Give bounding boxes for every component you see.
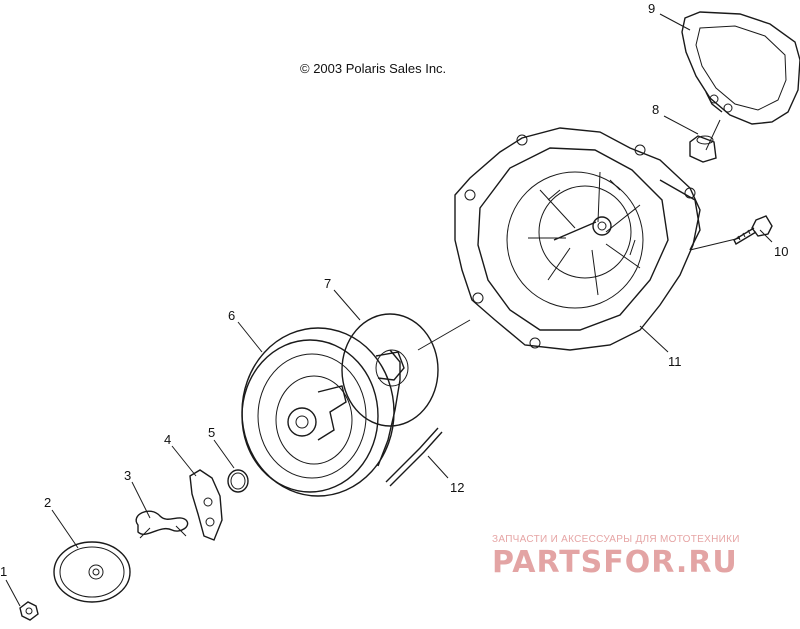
washer-plate-2 — [53, 541, 131, 603]
callout-4: 4 — [164, 432, 171, 447]
watermark-tagline: ЗАПЧАСТИ И АКСЕССУАРЫ ДЛЯ МОТОТЕХНИКИ — [492, 534, 740, 545]
nut-1 — [19, 601, 39, 621]
callout-11: 11 — [668, 354, 682, 369]
callout-3: 3 — [124, 468, 131, 483]
callout-10: 10 — [774, 244, 788, 259]
callout-6: 6 — [228, 308, 235, 323]
spring-3 — [135, 510, 189, 539]
copyright-notice: © 2003 Polaris Sales Inc. — [300, 61, 446, 76]
handle-9 — [681, 11, 800, 125]
snap-ring-5 — [227, 469, 249, 493]
watermark-brand: PARTSFOR.RU — [492, 545, 738, 580]
rope-12 — [385, 427, 443, 487]
recoil-spring-7 — [341, 313, 439, 427]
callout-12: 12 — [450, 480, 464, 495]
callout-9: 9 — [648, 1, 655, 16]
callout-7: 7 — [324, 276, 331, 291]
callout-8: 8 — [652, 102, 659, 117]
callout-2: 2 — [44, 495, 51, 510]
reel-6 — [241, 327, 401, 497]
callout-5: 5 — [208, 425, 215, 440]
pawl-4 — [189, 469, 223, 541]
callout-1: 1 — [0, 564, 7, 579]
bolt-10 — [733, 215, 773, 245]
housing-11 — [454, 127, 701, 351]
insert-8 — [689, 135, 717, 163]
